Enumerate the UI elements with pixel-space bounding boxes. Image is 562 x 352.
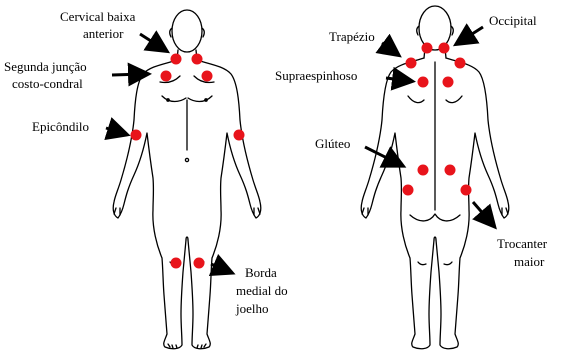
arrow-trapezio [382, 43, 397, 54]
tender-point-trochanter-right [461, 185, 472, 196]
label-joelho-line2: medial do [236, 283, 288, 298]
tender-point-trapezius-left [406, 58, 417, 69]
tender-point-knee-left [171, 258, 182, 269]
label-occipital: Occipital [489, 13, 537, 28]
tender-point-knee-right [194, 258, 205, 269]
label-epicondilo: Epicôndilo [32, 119, 89, 134]
tender-point-trochanter-left [403, 185, 414, 196]
arrow-cervical [140, 34, 165, 50]
label-joelho-line3: joelho [235, 301, 269, 316]
labels: Cervical baixa anterior Segunda junção c… [4, 9, 548, 316]
tender-point-costochondral-right [202, 71, 213, 82]
label-costo-line2: costo-condral [12, 76, 83, 91]
tender-point-gluteal-right [445, 165, 456, 176]
arrow-occipital [458, 27, 483, 43]
arrow-gluteo [365, 147, 401, 165]
tender-point-gluteal-left [418, 165, 429, 176]
tender-point-epicondyle-left [131, 130, 142, 141]
tender-point-epicondyle-right [234, 130, 245, 141]
label-trocanter-line1: Trocanter [497, 236, 548, 251]
arrow-supraespinhoso [386, 78, 410, 81]
tender-point-cervical-right [192, 54, 203, 65]
tender-point-supraspinatus-right [443, 77, 454, 88]
tender-point-trapezius-right [455, 58, 466, 69]
tender-point-cervical-left [171, 54, 182, 65]
label-cervical-line1: Cervical baixa [60, 9, 136, 24]
arrow-epicondilo [106, 128, 125, 134]
back-body-outline [361, 6, 509, 349]
arrow-trocanter [473, 202, 493, 225]
label-trocanter-line2: maior [514, 254, 545, 269]
label-cervical-line2: anterior [83, 26, 124, 41]
tender-point-costochondral-left [161, 71, 172, 82]
back-tender-points [403, 43, 472, 196]
tender-point-occipital-left [422, 43, 433, 54]
label-joelho-line1: Borda [245, 265, 277, 280]
label-costo-line1: Segunda junção [4, 59, 87, 74]
tender-point-supraspinatus-left [418, 77, 429, 88]
label-trapezio: Trapézio [329, 29, 375, 44]
label-supraespinhoso: Supraespinhoso [275, 68, 357, 83]
arrow-costo-condral [112, 74, 146, 75]
label-gluteo: Glúteo [315, 136, 350, 151]
tender-point-occipital-right [439, 43, 450, 54]
arrow-joelho [211, 264, 230, 272]
